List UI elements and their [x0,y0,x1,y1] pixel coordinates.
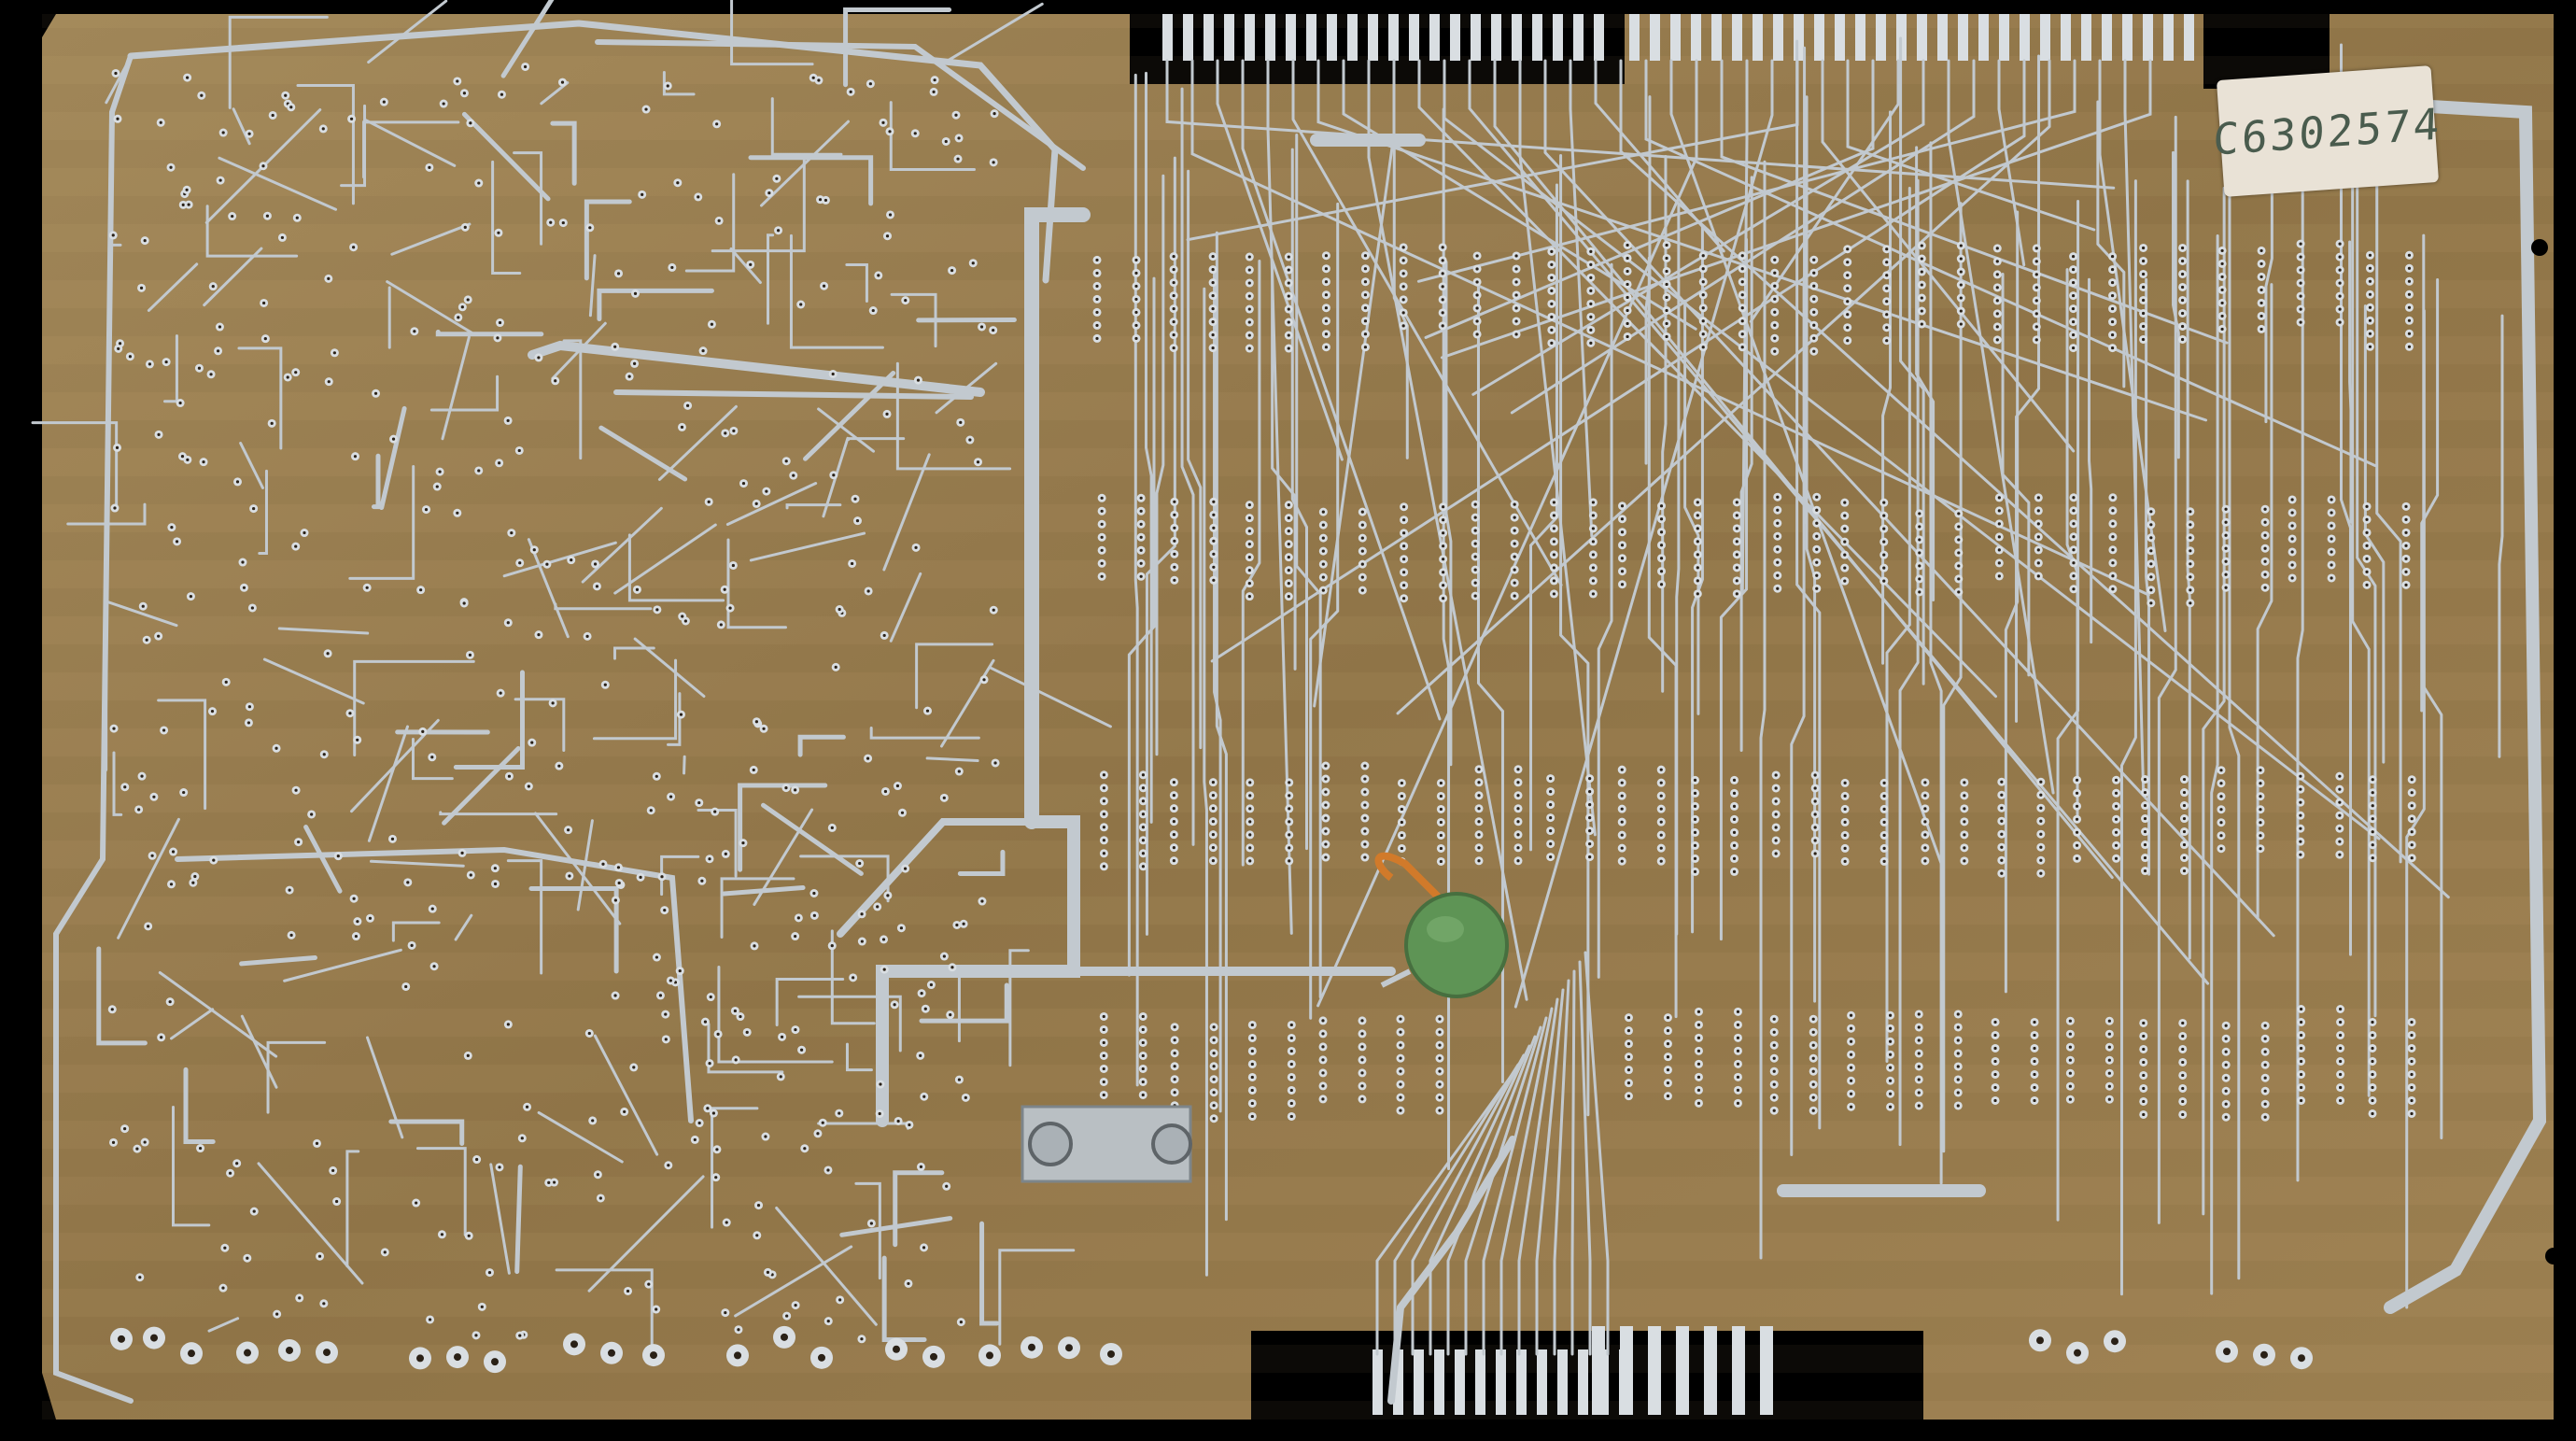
ceramic-capacitor [1374,852,1509,998]
serial-sticker: C6302574 [2213,65,2442,197]
mounting-holes [12,239,2562,1279]
ic-footprints [107,62,2416,1356]
edge-connector-top [1162,14,2194,61]
serial-number-text: C6302574 [2212,97,2443,165]
bottom-solder-pads [110,1325,2313,1374]
voltage-regulator [1021,1105,1192,1183]
edge-connector-bottom [1372,1326,1773,1415]
